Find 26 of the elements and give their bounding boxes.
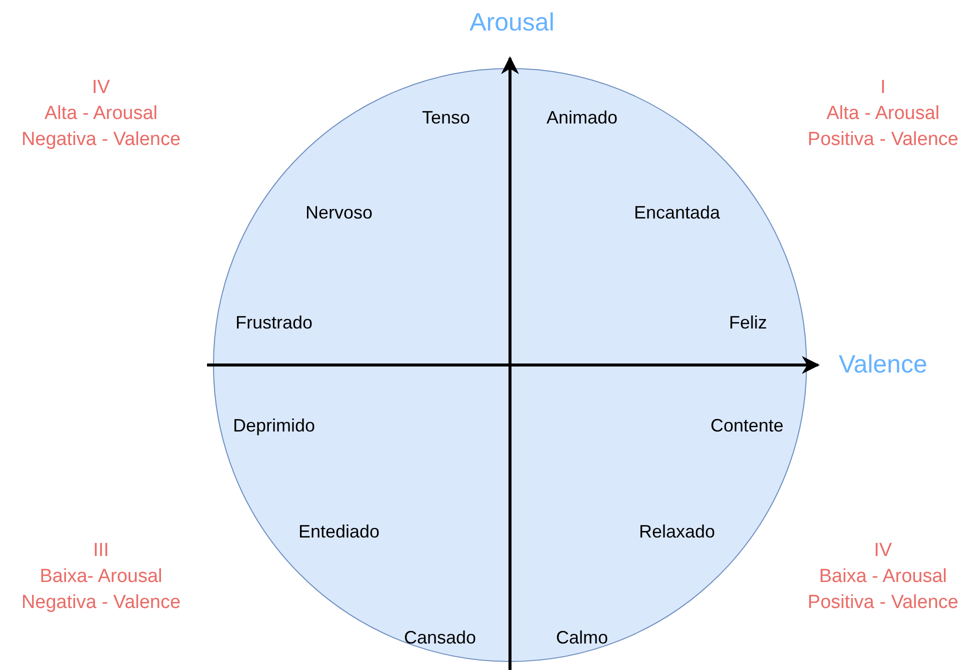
quadrant-label: Alta - Arousal xyxy=(44,103,158,125)
emotion-label: Frustrado xyxy=(235,312,313,334)
emotion-label: Entediado xyxy=(298,522,380,542)
emotion-label: Animado xyxy=(546,108,618,128)
axis-title: Arousal xyxy=(470,8,554,38)
quadrant-label: I xyxy=(880,77,886,99)
axis-title: Valence xyxy=(838,350,928,380)
quadrant-label: III xyxy=(93,540,109,562)
emotion-label: Relaxado xyxy=(638,522,716,542)
quadrant-label: Negativa - Valence xyxy=(21,129,181,151)
emotion-label: Feliz xyxy=(729,312,767,334)
quadrant-label: IV xyxy=(874,540,892,562)
quadrant-label: Positiva - Valence xyxy=(808,592,958,614)
quadrant-label: Alta - Arousal xyxy=(826,103,940,125)
emotion-label: Contente xyxy=(710,416,784,436)
quadrant-label: Baixa- Arousal xyxy=(40,566,162,588)
quadrant-label: Baixa - Arousal xyxy=(819,566,947,588)
emotion-label: Calmo xyxy=(556,628,608,648)
quadrant-label: IV xyxy=(92,77,110,99)
emotion-label: Nervoso xyxy=(305,202,373,224)
emotion-label: Deprimido xyxy=(232,416,316,436)
quadrant-label: Negativa - Valence xyxy=(21,592,181,614)
emotion-label: Encantada xyxy=(634,202,720,224)
emotion-label: Tenso xyxy=(422,108,470,128)
quadrant-label: Positiva - Valence xyxy=(808,129,958,151)
emotion-label: Cansado xyxy=(404,628,476,648)
